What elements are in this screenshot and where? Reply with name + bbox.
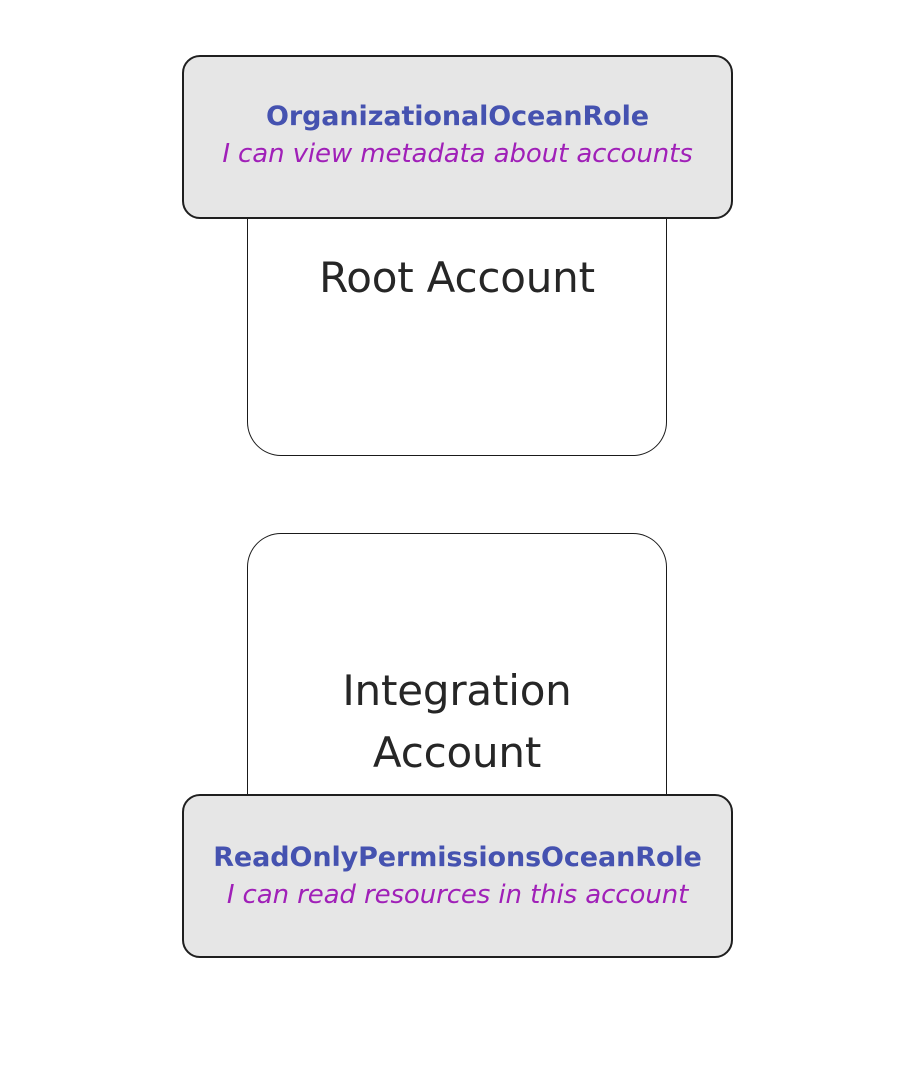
role-chip-organizational-ocean-role[interactable]: OrganizationalOceanRole I can view metad… <box>182 55 733 219</box>
role-statement-read-only-permissions-ocean-role: I can read resources in this account <box>226 880 689 911</box>
role-chip-read-only-permissions-ocean-role[interactable]: ReadOnlyPermissionsOceanRole I can read … <box>182 794 733 958</box>
role-chip-text-top: OrganizationalOceanRole I can view metad… <box>184 101 731 171</box>
role-title-organizational-ocean-role: OrganizationalOceanRole <box>266 101 649 132</box>
account-box-integration[interactable]: Integration Account <box>247 533 667 803</box>
role-title-read-only-permissions-ocean-role: ReadOnlyPermissionsOceanRole <box>213 842 702 873</box>
account-label-root: Root Account <box>319 253 595 302</box>
role-chip-text-bottom: ReadOnlyPermissionsOceanRole I can read … <box>184 842 731 912</box>
role-statement-organizational-ocean-role: I can view metadata about accounts <box>222 139 693 170</box>
account-label-integration: Integration Account <box>342 666 572 777</box>
